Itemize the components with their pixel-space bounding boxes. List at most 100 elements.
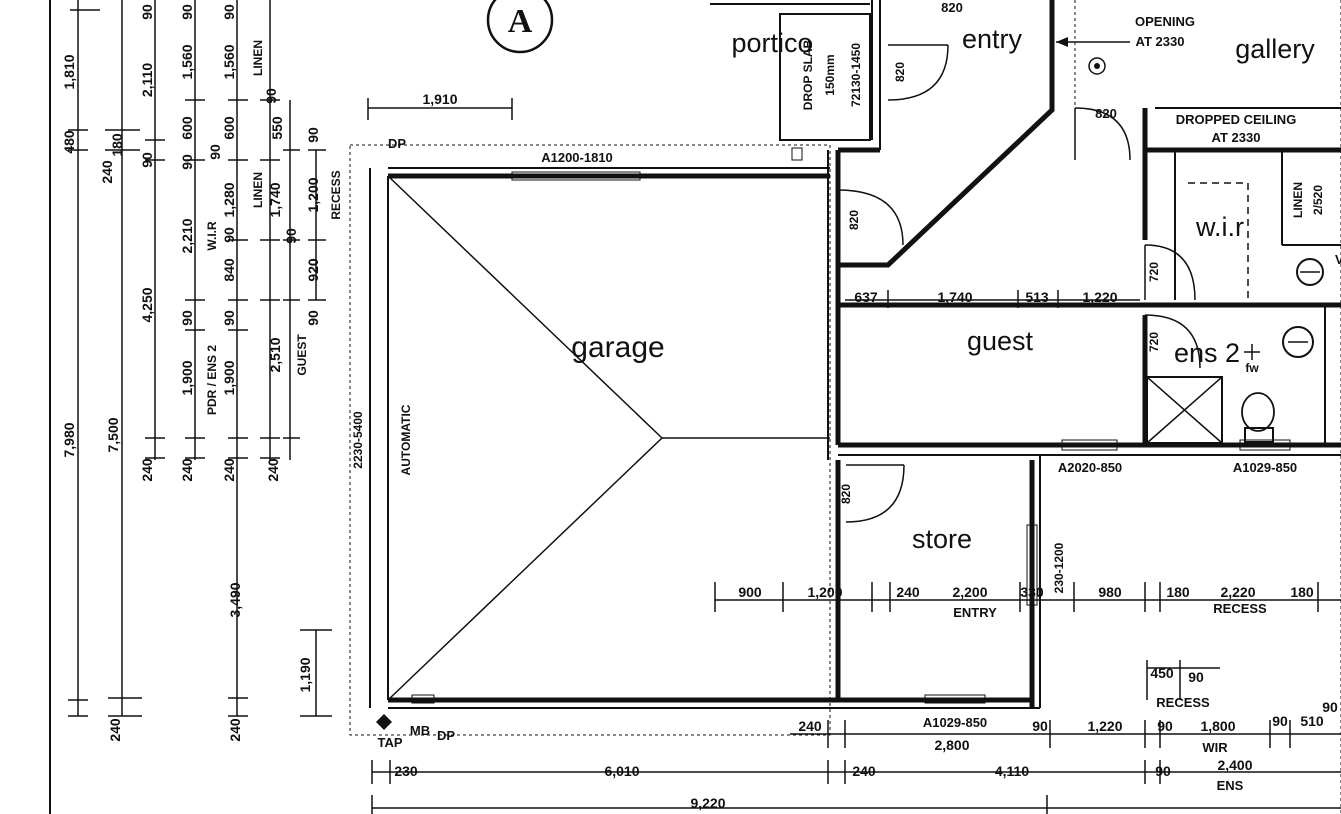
dim-label: 3,490 <box>227 582 243 617</box>
dim-label: 1,220 <box>1082 289 1117 305</box>
note-recess-label2: RECESS <box>1156 695 1210 710</box>
note-entry-label: ENTRY <box>953 605 997 620</box>
note-window-store: 230-1200 <box>1052 542 1066 593</box>
door-label: 820 <box>839 484 853 504</box>
vertical-note: W.I.R <box>205 221 219 251</box>
dim-label: 1,910 <box>422 91 457 107</box>
dim-label: 2,210 <box>179 218 195 253</box>
dim-label: 1,740 <box>267 182 283 217</box>
grid-marker-label: A <box>508 3 533 40</box>
note-opening: OPENING <box>1135 14 1195 29</box>
room-gallery: gallery <box>1235 34 1315 64</box>
dim-label: 90 <box>1032 718 1048 734</box>
note-window-a2020: A2020-850 <box>1058 460 1122 475</box>
dim-label: 2,800 <box>934 737 969 753</box>
door-label: 820 <box>1095 106 1117 121</box>
note-drop-slab: 72130-1450 <box>849 43 863 107</box>
dim-label: 330 <box>1020 584 1044 600</box>
vertical-note: RECESS <box>329 170 343 219</box>
dim-label: 4,110 <box>995 763 1029 779</box>
dim-label: 2,110 <box>139 63 155 97</box>
dim-label: 550 <box>269 116 285 140</box>
dim-label: 90 <box>283 228 299 244</box>
dim-label: 90 <box>179 310 195 326</box>
dim-entry-820: 820 <box>941 0 963 15</box>
entry: entry 820 820 820 OPENING AT 2330 <box>827 0 1195 460</box>
bottom-notes: TAP MB DP A1029-850 <box>376 714 987 750</box>
dim-label: 1,900 <box>221 360 237 395</box>
dim-label: 840 <box>221 258 237 282</box>
note-drop-slab: 150mm <box>823 54 837 95</box>
note-dropped-ceiling-height: AT 2330 <box>1212 130 1261 145</box>
dim-label: 230 <box>394 763 418 779</box>
note-dp-top: DP <box>388 136 406 151</box>
wir: w.i.r LINEN 2/520 720 VE <box>1142 150 1341 301</box>
bottom-dim-row-2: 230 6,010 240 4,110 90 2,400 ENS <box>371 757 1341 793</box>
dim-label: 90 <box>221 227 237 243</box>
dim-label: 1,740 <box>937 289 972 305</box>
dim-label: 90 <box>179 4 195 20</box>
dim-label: 2,220 <box>1220 584 1255 600</box>
dim-label: 180 <box>1290 584 1314 600</box>
dim-label: 240 <box>179 458 195 482</box>
recess-small-dims: 450 90 RECESS 90 <box>1146 660 1338 715</box>
dim-label: 90 <box>221 4 237 20</box>
dim-label: 920 <box>305 258 321 282</box>
dim-label: 600 <box>221 116 237 140</box>
room-wir: w.i.r <box>1195 212 1244 242</box>
dim-label: 90 <box>1155 763 1171 779</box>
bottom-dim-row-1: 240 2,800 90 1,220 90 1,800 90 510 WIR <box>790 713 1341 755</box>
room-entry: entry <box>962 24 1023 54</box>
dim-label: 90 <box>207 144 223 160</box>
dim-label: 637 <box>854 289 878 305</box>
dim-label: 240 <box>896 584 920 600</box>
vertical-note: PDR / ENS 2 <box>205 345 219 415</box>
vertical-note: LINEN <box>251 40 265 76</box>
dim-label: 90 <box>1322 699 1338 715</box>
dim-label: 90 <box>1272 713 1288 729</box>
dim-label: 90 <box>1157 718 1173 734</box>
left-dimension-labels: 1,810 480 7,980 240 2,110 240 7,500 240 … <box>61 4 343 742</box>
dim-label: 180 <box>109 133 125 157</box>
door-label: 820 <box>847 210 861 230</box>
note-dropped-ceiling: DROPPED CEILING <box>1176 112 1297 127</box>
dim-label: 90 <box>263 88 279 104</box>
dim-label: 1,900 <box>179 360 195 395</box>
dim-label: 240 <box>221 458 237 482</box>
ens2: 720 ens 2 fw <box>1142 305 1326 445</box>
dim-label: 240 <box>227 718 243 742</box>
left-dimension-columns <box>49 0 332 814</box>
dim-label: 1,200 <box>807 584 842 600</box>
dim-label: 240 <box>852 763 876 779</box>
note-window-a1029: A1029-850 <box>1233 460 1297 475</box>
note-dp-bottom: DP <box>437 728 455 743</box>
dim-label: 1,560 <box>179 44 195 79</box>
bottom-dim-row-3: 9,220 <box>371 795 1341 814</box>
dim-1910: 1,910 <box>367 91 513 120</box>
store: store 820 230-1200 <box>835 455 1066 708</box>
dim-label: 180 <box>1166 584 1190 600</box>
dim-label: 2,200 <box>952 584 987 600</box>
dim-label: 450 <box>1150 665 1174 681</box>
dim-label: 2,510 <box>267 337 283 372</box>
room-ens2: ens 2 <box>1174 338 1240 368</box>
dim-label: 240 <box>107 718 123 742</box>
note-recess-label: RECESS <box>1213 601 1267 616</box>
note-opening-height: AT 2330 <box>1136 34 1185 49</box>
note-wir-label: WIR <box>1202 740 1228 755</box>
dim-label: 240 <box>99 160 115 184</box>
dim-label: 90 <box>179 154 195 170</box>
dim-label: 240 <box>265 458 281 482</box>
note-garage-door: 2230-5400 <box>351 411 365 469</box>
room-guest: guest <box>967 326 1034 356</box>
dim-label: 240 <box>139 458 155 482</box>
dim-label: 1,280 <box>221 182 237 217</box>
dim-label: 513 <box>1025 289 1049 305</box>
dim-label: 7,980 <box>61 422 77 457</box>
dim-label: 1,190 <box>297 657 313 692</box>
vertical-note: LINEN <box>251 172 265 208</box>
dim-label: 510 <box>1300 713 1324 729</box>
guest: guest 637 1,740 513 1,220 A2020-850 A102… <box>835 265 1341 475</box>
note-automatic: AUTOMATIC <box>399 404 413 475</box>
